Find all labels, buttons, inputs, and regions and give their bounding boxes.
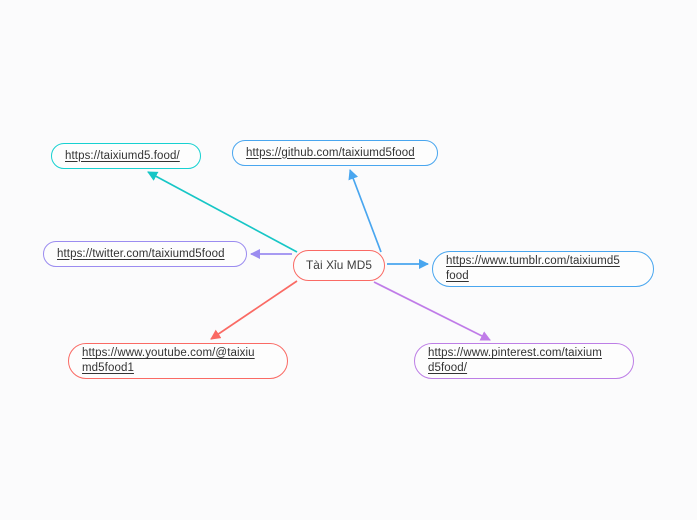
node-label: https://twitter.com/taixiumd5food: [57, 247, 225, 260]
node-youtube[interactable]: https://www.youtube.com/@taixiu md5food1: [68, 343, 288, 379]
node-label: https://www.youtube.com/@taixiu md5food1: [82, 347, 255, 374]
node-label: https://github.com/taixiumd5food: [246, 146, 415, 159]
node-github[interactable]: https://github.com/taixiumd5food: [232, 140, 438, 166]
edge-root-site: [147, 171, 298, 253]
node-twitter[interactable]: https://twitter.com/taixiumd5food: [43, 241, 247, 267]
node-pinterest[interactable]: https://www.pinterest.com/taixium d5food…: [414, 343, 634, 379]
node-label: Tài Xỉu MD5: [306, 258, 373, 272]
node-label: https://www.pinterest.com/taixium d5food…: [428, 347, 602, 374]
node-tumblr[interactable]: https://www.tumblr.com/taixiumd5 food: [432, 251, 654, 287]
node-taixiumd5-food[interactable]: https://taixiumd5.food/: [51, 143, 201, 169]
node-root-tai-xiu-md5[interactable]: Tài Xỉu MD5: [293, 250, 385, 281]
node-label: https://taixiumd5.food/: [65, 149, 180, 162]
edge-root-github: [348, 169, 382, 253]
edge-root-youtube: [210, 280, 298, 340]
node-label: https://www.tumblr.com/taixiumd5 food: [446, 255, 620, 282]
edge-root-pinterest: [373, 281, 491, 341]
